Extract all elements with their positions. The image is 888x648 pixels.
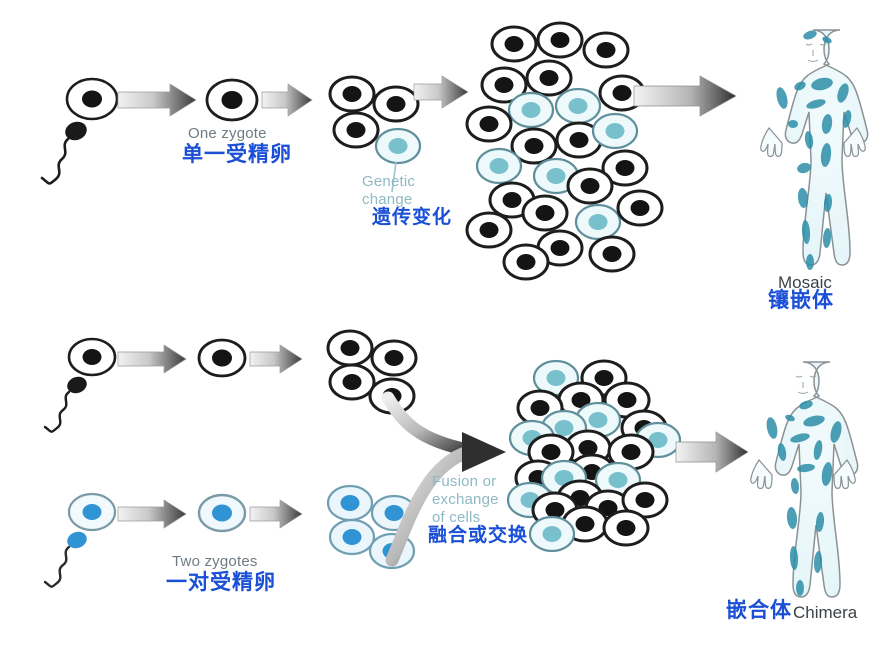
blastocyst-chimera	[506, 359, 682, 553]
label-two-zygotes-cn: 一对受精卵	[166, 571, 276, 594]
chimera-human-figure	[750, 361, 859, 598]
gamete-group-chimera-blue	[43, 492, 117, 588]
four-cell-cluster-dark	[326, 329, 418, 415]
label-two-zygotes-en: Two zygotes	[172, 553, 258, 570]
arrow-cleavage-chimera-blue	[249, 499, 303, 529]
mosaic-human-figure	[760, 29, 869, 270]
zygote-chimera-blue	[197, 493, 247, 533]
zygote-chimera-dark	[197, 338, 247, 378]
arrow-to-mosaic-human	[633, 75, 737, 117]
blastocyst-mosaic	[465, 21, 664, 281]
mosaic-patches	[776, 30, 852, 270]
arrow-cleavage-chimera-dark	[249, 344, 303, 374]
label-genetic-change-cn: 遗传变化	[372, 207, 453, 228]
label-one-zygote-cn: 单一受精卵	[182, 143, 292, 166]
label-chimera-en: Chimera	[793, 603, 858, 622]
gamete-group-chimera-dark	[43, 337, 117, 433]
arrow-fertilization-mosaic	[117, 83, 197, 117]
label-chimera-cn: 嵌合体	[726, 599, 792, 622]
arrow-to-chimera-human	[675, 431, 749, 473]
label-genetic-change-en-2: change	[362, 191, 413, 208]
arrow-fertilization-chimera-blue	[117, 499, 187, 529]
label-mosaic-en: Mosaic	[778, 273, 832, 292]
label-fusion-en-3: of cells	[432, 509, 481, 526]
four-cell-cluster-mosaic	[328, 75, 422, 193]
label-one-zygote-en: One zygote	[188, 125, 267, 142]
chimera-patches	[766, 400, 842, 596]
label-genetic-change-en-1: Genetic	[362, 173, 416, 190]
arrow-to-blastocyst-mosaic	[413, 75, 469, 109]
label-fusion-cn: 融合或交换	[428, 525, 529, 546]
label-fusion-en-2: exchange	[432, 491, 499, 508]
label-mosaic-cn: 镶嵌体	[768, 289, 834, 312]
label-fusion-en-1: Fusion or	[432, 473, 497, 490]
arrow-fertilization-chimera-dark	[117, 344, 187, 374]
mutated-cell	[374, 127, 422, 165]
gamete-group-mosaic	[40, 77, 119, 185]
arrow-fusion-merge	[381, 391, 506, 567]
zygote-mosaic	[205, 78, 259, 122]
arrow-cleavage-mosaic	[261, 83, 313, 117]
